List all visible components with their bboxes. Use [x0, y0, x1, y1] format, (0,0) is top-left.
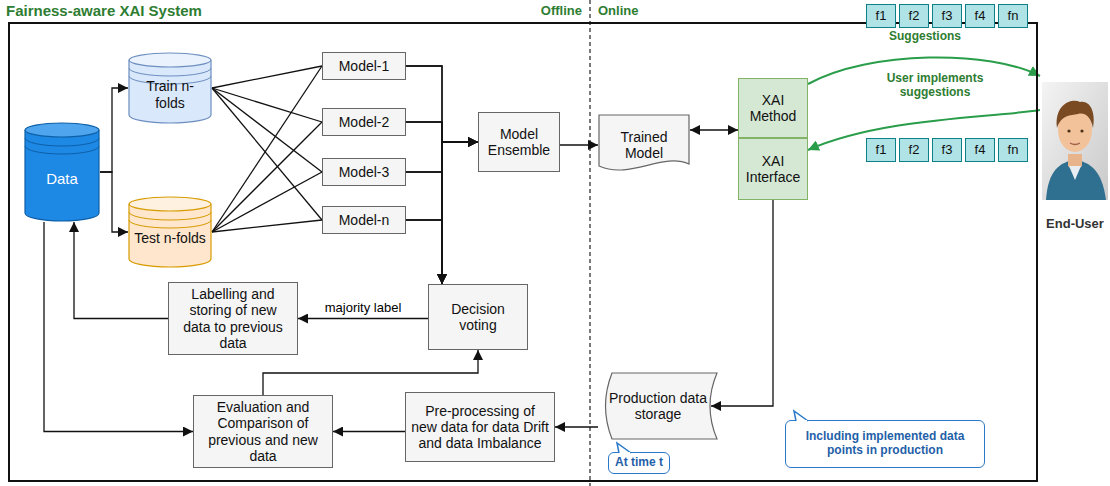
- ensemble-box: Model Ensemble: [478, 112, 560, 172]
- connector: [406, 66, 442, 284]
- node-text: Trained Model: [603, 129, 685, 161]
- node-outline: [1042, 70, 1108, 200]
- edge-label: User implements suggestions: [877, 72, 993, 100]
- connector: [298, 318, 428, 319]
- feature-cell: fn: [998, 138, 1028, 162]
- connector: [212, 66, 322, 88]
- node-text: End-User: [1046, 217, 1104, 232]
- diagram-title: Fairness-aware XAI System: [6, 2, 202, 19]
- model-box: Model-1: [322, 52, 406, 80]
- process-box: Evaluation and Comparison of previous an…: [193, 395, 333, 468]
- connector: [100, 88, 128, 172]
- edge-label: majority label: [323, 301, 404, 316]
- callout: Including implemented data points in pro…: [785, 420, 985, 468]
- model-box: Model-n: [322, 206, 406, 234]
- feature-cell: fn: [998, 4, 1028, 28]
- feature-cell: f2: [899, 138, 929, 162]
- feature-cell: f4: [965, 138, 995, 162]
- node-text: Test n-folds: [134, 230, 206, 246]
- node-text: Decision voting: [434, 301, 522, 333]
- offline-online-divider: [589, 0, 590, 486]
- connector: [212, 88, 322, 122]
- callout: At time t: [608, 452, 670, 474]
- connector: [212, 220, 322, 232]
- node-text: Including implemented data points in pro…: [792, 430, 978, 458]
- node-outline: [794, 411, 810, 421]
- feature-cell: f3: [932, 4, 962, 28]
- connector: [212, 88, 322, 172]
- node-text: At time t: [615, 456, 663, 470]
- connector: [100, 172, 128, 232]
- node-text: Data: [46, 170, 78, 187]
- node-text: Labelling and storing of new data to pre…: [174, 286, 292, 350]
- node-text: Model-3: [339, 164, 390, 180]
- section-label: Offline: [526, 4, 582, 19]
- node-text: Production data storage: [603, 390, 713, 422]
- storage-shape: Production data storage: [598, 372, 718, 440]
- data-store: Data: [24, 122, 100, 222]
- connector: [560, 144, 598, 145]
- feature-cell: f1: [866, 4, 896, 28]
- connector: [406, 172, 442, 284]
- node-text: Train n-folds: [133, 78, 207, 110]
- process-box: Pre-processing of new data for data Drif…: [405, 392, 555, 462]
- connector: [333, 431, 405, 432]
- connector: [406, 220, 442, 284]
- connector: [690, 129, 738, 130]
- feature-cell: f3: [932, 138, 962, 162]
- xai-interface-box: XAI Interface: [738, 138, 808, 200]
- test-store: Test n-folds: [128, 196, 212, 268]
- connector: [212, 66, 322, 232]
- node-text: Model-n: [339, 212, 390, 228]
- edge-label: Suggestions: [887, 30, 963, 44]
- feature-cell: f1: [866, 138, 896, 162]
- node-text: XAI Method: [744, 92, 802, 124]
- feature-cell: f2: [899, 4, 929, 28]
- connector: [555, 426, 598, 427]
- node-text: XAI Interface: [744, 153, 802, 185]
- node-text: Pre-processing of new data for data Drif…: [411, 403, 549, 451]
- feature-cell: f4: [965, 4, 995, 28]
- node-text: Model Ensemble: [484, 126, 554, 158]
- connector: [406, 122, 442, 284]
- process-box: Decision voting: [428, 284, 528, 350]
- document-shape: Trained Model: [598, 114, 690, 176]
- connector: [263, 350, 478, 395]
- train-store: Train n-folds: [128, 52, 212, 124]
- model-box: Model-2: [322, 108, 406, 136]
- process-box: Labelling and storing of new data to pre…: [168, 282, 298, 355]
- node-text: Model-2: [339, 114, 390, 130]
- node-text: Model-1: [339, 58, 390, 74]
- connector: [212, 172, 322, 232]
- connector: [212, 88, 322, 220]
- node-outline: [617, 443, 633, 453]
- system-frame: Fairness-aware XAI SystemDataTrain n-fol…: [8, 22, 1038, 482]
- connector: [711, 200, 773, 406]
- section-label: Online: [598, 4, 658, 19]
- xai-method-box: XAI Method: [738, 78, 808, 138]
- model-box: Model-3: [322, 158, 406, 186]
- node-text: Evaluation and Comparison of previous an…: [199, 399, 327, 463]
- end-user: End-User: [1042, 70, 1108, 232]
- connector: [212, 122, 322, 232]
